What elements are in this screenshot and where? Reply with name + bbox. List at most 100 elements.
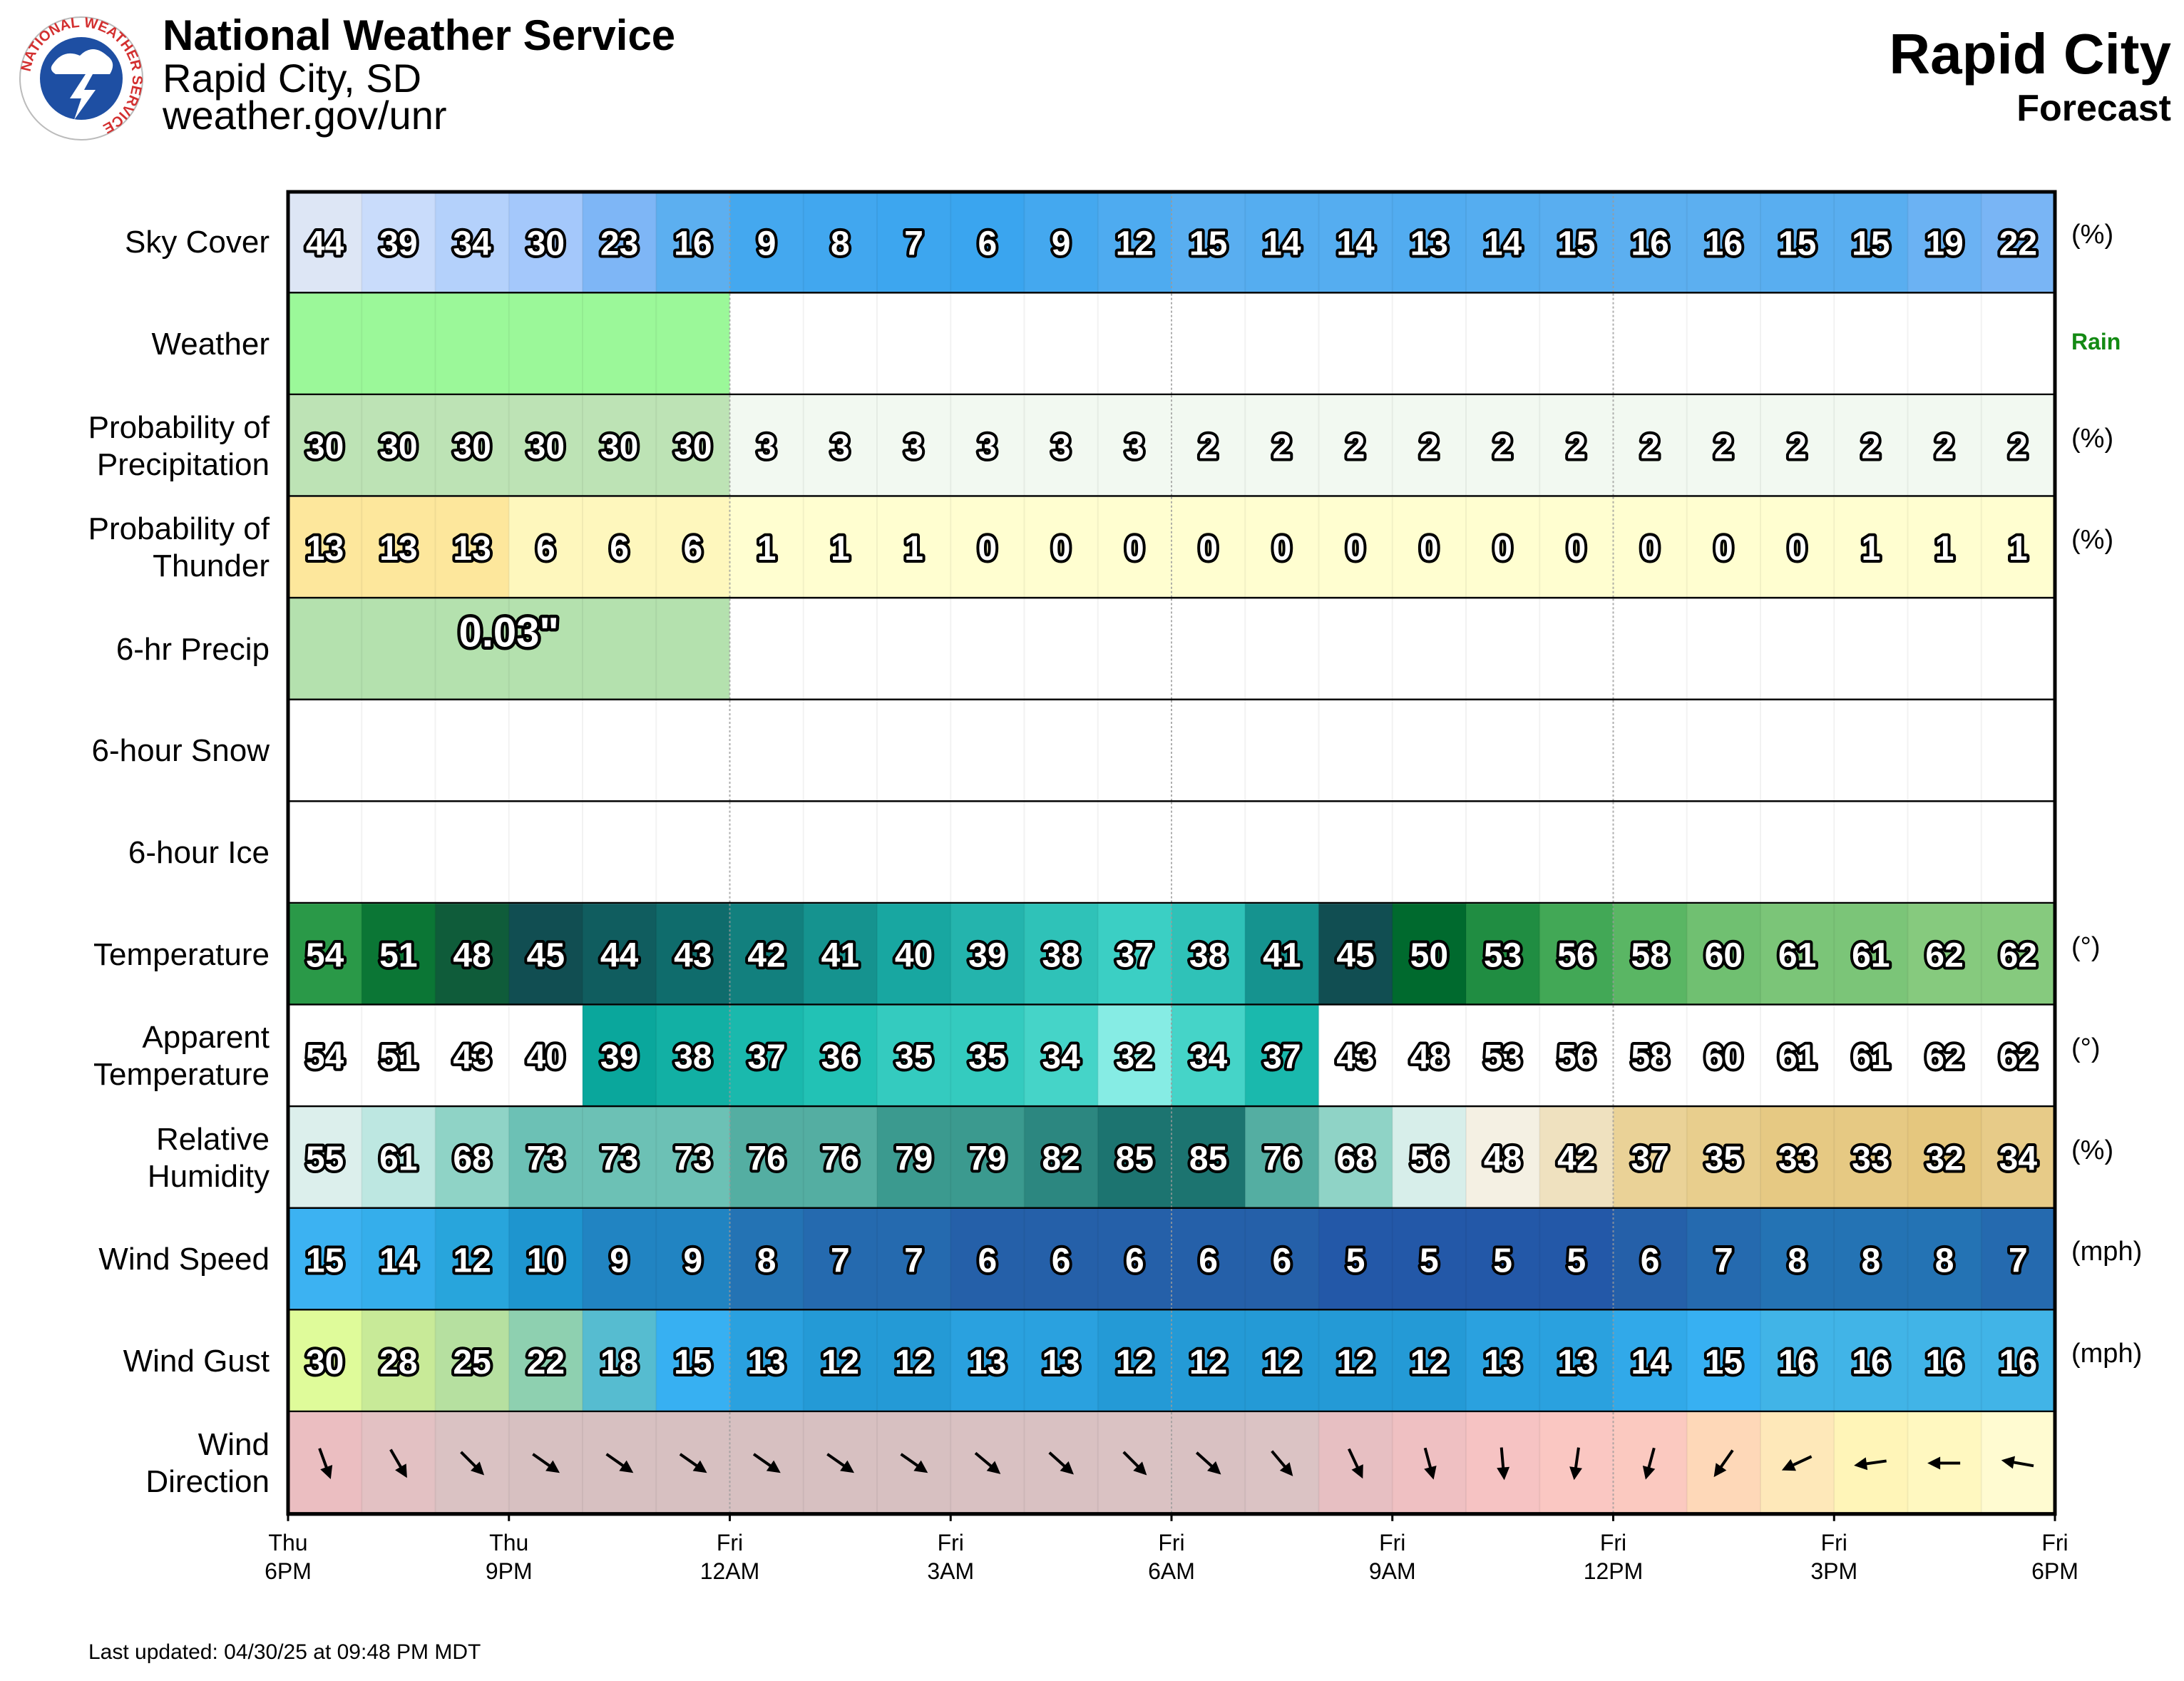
cell-value: 3 bbox=[831, 429, 850, 466]
cell-value: 5 bbox=[1493, 1242, 1512, 1279]
cell-value: 34 bbox=[1999, 1140, 2038, 1178]
cell-value: 2 bbox=[1420, 429, 1439, 466]
cell-value: 0 bbox=[1273, 530, 1292, 568]
cell bbox=[1760, 496, 1835, 599]
cell bbox=[1024, 395, 1099, 497]
cell-value: 18 bbox=[600, 1344, 638, 1381]
cell-value: 6 bbox=[536, 530, 555, 568]
cell bbox=[1613, 192, 1688, 294]
wind-arrow bbox=[1713, 1449, 1734, 1478]
cell bbox=[288, 496, 362, 599]
cell-value: 5 bbox=[1346, 1242, 1365, 1279]
row-unit: (%) bbox=[2071, 1135, 2114, 1165]
row-label: Probability of bbox=[88, 409, 270, 445]
cell bbox=[950, 496, 1025, 599]
cell-value: 0 bbox=[1788, 530, 1807, 568]
row-unit: (%) bbox=[2071, 220, 2114, 250]
cell bbox=[950, 1209, 1025, 1311]
row-unit: (°) bbox=[2071, 931, 2101, 962]
cell bbox=[508, 1209, 583, 1311]
cell-value: 30 bbox=[453, 429, 491, 466]
cell-value: 2 bbox=[1273, 429, 1292, 466]
cell bbox=[435, 395, 510, 497]
cell-value: 68 bbox=[1336, 1140, 1374, 1178]
cell-value: 2 bbox=[1199, 429, 1218, 466]
cell-value: 0 bbox=[1420, 530, 1439, 568]
cell-value: 25 bbox=[453, 1344, 491, 1381]
cell bbox=[583, 395, 657, 497]
row-label: Temperature bbox=[93, 936, 270, 972]
cell-value: 9 bbox=[1052, 225, 1071, 262]
cell-value: 30 bbox=[306, 429, 344, 466]
cell bbox=[435, 496, 510, 599]
time-label-time: 12PM bbox=[1583, 1558, 1644, 1584]
cell-value: 61 bbox=[379, 1140, 417, 1178]
cell-value: 16 bbox=[1631, 225, 1668, 262]
cell bbox=[877, 1005, 951, 1108]
cell-value: 12 bbox=[1410, 1344, 1448, 1381]
wind-arrow-head bbox=[1207, 1461, 1221, 1475]
time-label-day: Fri bbox=[2041, 1529, 2068, 1555]
cell bbox=[288, 1209, 362, 1311]
cell-value: 14 bbox=[1484, 225, 1522, 262]
wind-arrow-head bbox=[1713, 1463, 1727, 1478]
cell-value: 56 bbox=[1557, 1038, 1595, 1076]
time-label-time: 3PM bbox=[1810, 1558, 1858, 1584]
wind-arrow bbox=[900, 1453, 928, 1473]
cell bbox=[362, 1310, 436, 1413]
cell bbox=[1392, 192, 1467, 294]
cell bbox=[1466, 1310, 1540, 1413]
row-label: Precipitation bbox=[96, 446, 270, 482]
row-label: Relative bbox=[156, 1121, 270, 1157]
cell bbox=[1318, 395, 1393, 497]
cell-value: 38 bbox=[1042, 937, 1080, 975]
cell-value: 9 bbox=[684, 1242, 703, 1279]
cell bbox=[877, 1209, 951, 1311]
cell bbox=[1392, 1209, 1467, 1311]
last-updated: Last updated: 04/30/25 at 09:48 PM MDT bbox=[88, 1640, 481, 1664]
cell-value: 85 bbox=[1116, 1140, 1154, 1178]
cell-value: 39 bbox=[968, 937, 1006, 975]
cell bbox=[877, 904, 951, 1006]
cell bbox=[1834, 1005, 1909, 1108]
row-label: Thunder bbox=[153, 548, 270, 584]
cell-value: 61 bbox=[1778, 937, 1816, 975]
cell-value: 3 bbox=[757, 429, 776, 466]
cell bbox=[1392, 496, 1467, 599]
wind-arrow bbox=[974, 1451, 1001, 1474]
cell-value: 37 bbox=[1116, 937, 1154, 975]
cell-value: 6 bbox=[978, 1242, 998, 1279]
cell bbox=[1172, 904, 1246, 1006]
office-url[interactable]: weather.gov/unr bbox=[163, 93, 447, 138]
cell-value: 12 bbox=[895, 1344, 933, 1381]
cell-value: 1 bbox=[831, 530, 850, 568]
cell bbox=[1392, 1005, 1467, 1108]
cell-value: 28 bbox=[379, 1344, 417, 1381]
cell-value: 30 bbox=[674, 429, 712, 466]
cell bbox=[729, 1107, 804, 1209]
cell bbox=[508, 395, 583, 497]
cell-value: 60 bbox=[1705, 1038, 1743, 1076]
wind-arrow bbox=[1642, 1447, 1656, 1480]
cell bbox=[803, 1310, 878, 1413]
cell bbox=[1172, 1005, 1246, 1108]
wind-arrow-head bbox=[840, 1460, 855, 1473]
cell bbox=[362, 395, 436, 497]
cell bbox=[950, 395, 1025, 497]
cell-value: 22 bbox=[527, 1344, 565, 1381]
row-label: 6-hour Ice bbox=[128, 834, 270, 870]
wind-arrow-head bbox=[395, 1463, 407, 1478]
cell-value: 15 bbox=[1778, 225, 1816, 262]
cell bbox=[1245, 904, 1320, 1006]
cell-value: 79 bbox=[895, 1140, 933, 1178]
cell-value: 37 bbox=[1631, 1140, 1668, 1178]
row-label: 6-hour Snow bbox=[91, 733, 270, 769]
cell-value: 1 bbox=[904, 530, 923, 568]
cell-value: 30 bbox=[306, 1344, 344, 1381]
cell-value: 44 bbox=[600, 937, 639, 975]
cell-value: 50 bbox=[1410, 937, 1448, 975]
cell-value: 16 bbox=[1852, 1344, 1890, 1381]
row-background bbox=[288, 700, 2055, 802]
